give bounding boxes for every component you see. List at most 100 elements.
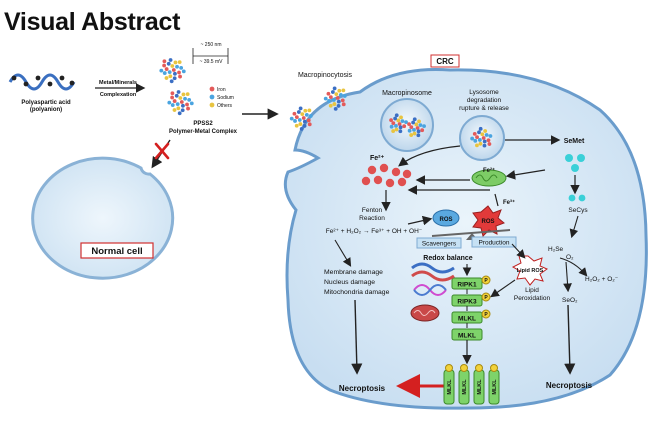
nanoparticle-dot — [473, 138, 478, 143]
crc-label: CRC — [436, 57, 454, 66]
lipid-perox-label-2: Peroxidation — [514, 295, 551, 302]
nanoparticle-dot — [185, 92, 190, 97]
nanoparticle-dot — [174, 93, 179, 98]
nanoparticle-dot — [398, 129, 403, 134]
legend-iron: Iron — [217, 87, 226, 93]
membrane-icon — [411, 262, 455, 274]
nanoparticle-dot — [304, 112, 309, 117]
nanoparticle-dot — [299, 126, 304, 131]
pore-phospho-badge — [475, 364, 483, 372]
page-title: Visual Abstract — [4, 8, 181, 36]
mlkl-pore-label: MLKL — [477, 379, 483, 395]
crc-cell — [283, 68, 648, 410]
outside-complex-cluster — [289, 86, 347, 131]
nanoparticle-dot — [409, 133, 414, 137]
nanoparticle-dot — [172, 76, 177, 81]
nanoparticle-dot — [175, 102, 180, 107]
ros-scavenger-blob — [432, 209, 460, 227]
nanoparticle-dot — [342, 94, 347, 98]
phospho-label: P — [484, 295, 488, 301]
nanoparticle-dot — [420, 128, 425, 133]
nanoparticle-dot — [166, 61, 171, 66]
nanoparticle-dot — [189, 101, 194, 106]
fenton-to-ros-arrow — [407, 215, 433, 226]
nanoparticle-dot — [338, 92, 343, 97]
polyaspartic-chain — [8, 73, 76, 91]
ros-label-2: ROS — [481, 219, 494, 225]
fenton-label-1: Fenton — [362, 207, 383, 214]
lysosome-label-3: rupture & release — [459, 105, 509, 112]
nanoparticle-dot — [417, 119, 421, 124]
nanoparticle-dot — [301, 116, 306, 120]
macropinosome-cluster — [389, 113, 426, 138]
legend-others: Others — [217, 103, 233, 109]
nanoparticle-dot — [308, 114, 313, 118]
semet-label: SeMet — [564, 138, 585, 145]
nanoparticle-dot — [477, 130, 481, 135]
mlkl-pore-label: MLKL — [447, 379, 453, 395]
size-label-2: ~ 39.5 mV — [200, 59, 224, 65]
nanoparticle-dot — [175, 64, 179, 69]
nanoparticle-dot — [488, 134, 493, 138]
lipid-perox-label-1: Lipid — [525, 287, 539, 294]
nanoparticle-dot — [478, 141, 483, 146]
iron-dots — [361, 163, 412, 188]
fenton-label-2: Reaction — [359, 215, 385, 222]
balance-beam — [431, 229, 511, 237]
nanoparticle-dot — [330, 90, 335, 94]
legend-sodium: Sodium — [217, 95, 234, 101]
nanoparticle-dot — [173, 60, 178, 65]
nanoparticle-dot — [396, 118, 401, 123]
chain-beads — [11, 75, 75, 87]
nanoparticle-dot — [482, 143, 487, 148]
nanoparticle-dot — [475, 143, 479, 148]
scavengers-box — [416, 237, 462, 249]
necroptosis-right: Necroptosis — [546, 381, 593, 390]
nanoparticle-dot — [185, 102, 189, 107]
nanoparticle-dot — [394, 113, 399, 118]
macropinosome — [380, 98, 434, 152]
nanoparticle-dot — [306, 118, 311, 123]
nanoparticle-dot — [337, 88, 342, 93]
nanoparticle-dot — [407, 128, 412, 133]
nanoparticle-dot — [162, 71, 167, 75]
nanoparticle-dot — [176, 90, 181, 94]
nanoparticle-dot — [416, 133, 421, 138]
size-label-1: ~ 250 nm — [201, 42, 222, 48]
nanoparticle-dot — [394, 127, 399, 132]
nanoparticle-dot — [168, 74, 173, 79]
nanoparticle-dot — [412, 131, 417, 136]
lysosome-label-2: degradation — [467, 97, 502, 104]
necroptosis-left: Necroptosis — [339, 384, 386, 393]
nanoparticle-dot — [302, 124, 307, 128]
fenton-equation: Fe²⁺ + H₂O₂ → Fe³⁺ + OH + OH⁻ — [326, 228, 423, 235]
nanoparticle-dot — [470, 136, 475, 141]
sodium-legend-dot — [209, 94, 215, 100]
nanoparticle-dot — [164, 76, 169, 80]
nanoparticle-dot — [341, 88, 346, 93]
pore-phospho-badge — [445, 364, 453, 372]
nanoparticle-dot — [475, 135, 479, 140]
nanoparticle-dot — [186, 106, 190, 111]
seo2-to-necroptosis-arrow — [564, 304, 576, 375]
nanoparticle-dot — [416, 129, 421, 134]
nanoparticle-dot — [400, 119, 405, 124]
nanoparticle-dot — [472, 132, 477, 136]
nanoparticle-dot — [407, 122, 411, 126]
nanoparticle-dot — [164, 67, 169, 71]
nanoparticle-dot — [414, 122, 419, 127]
ros-label-1: ROS — [439, 217, 452, 223]
nanoparticle-dot — [177, 70, 181, 75]
nanoparticle-dot — [335, 96, 340, 100]
nanoparticle-dot — [177, 111, 182, 116]
nanoparticle-dot — [180, 108, 185, 113]
production-label: Production — [478, 240, 509, 247]
nanoparticle-dot — [340, 98, 345, 103]
nanoparticle-dot — [333, 106, 338, 111]
complex-name-1: PPSS2 — [193, 121, 213, 127]
o2-label: O₂ — [566, 254, 574, 261]
nanoparticle-dot — [169, 79, 174, 84]
nanoparticle-dot — [483, 129, 488, 133]
lipid-ros-burst — [511, 255, 549, 286]
complex-name-2: Polymer-Metal Complex — [169, 129, 238, 135]
